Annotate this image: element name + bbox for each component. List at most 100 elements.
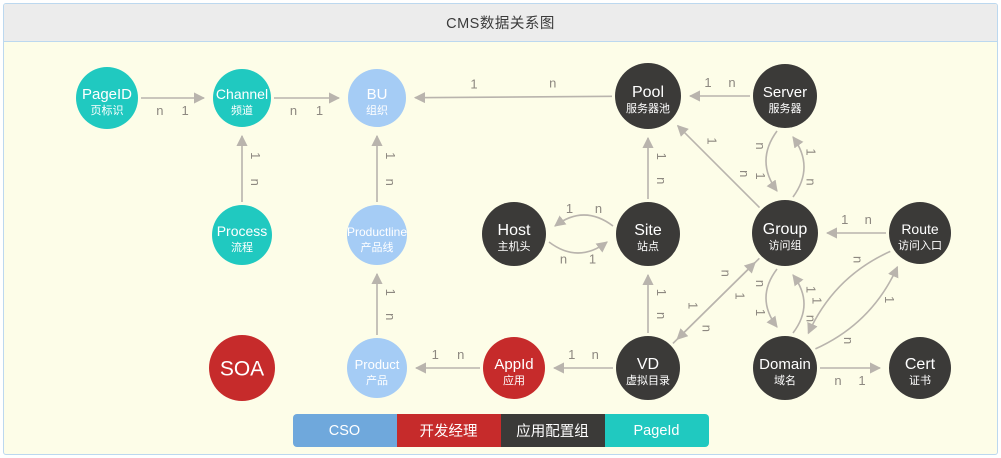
edge-route-to-domain bbox=[807, 250, 891, 335]
node-sublabel-server: 服务器 bbox=[769, 102, 802, 115]
node-sublabel-domain: 域名 bbox=[774, 373, 796, 387]
edge-cardinality-route-domain-source: n bbox=[851, 256, 866, 263]
edge-cardinality-site-pool-source: n bbox=[654, 177, 669, 184]
edge-cardinality-route-domain-target: 1 bbox=[810, 297, 825, 304]
edge-cardinality-site-pool-target: 1 bbox=[654, 153, 669, 160]
node-circle-process[interactable] bbox=[212, 205, 272, 265]
legend-item-4[interactable]: PageId bbox=[604, 414, 709, 447]
edge-cardinality-appid-product-source: n bbox=[457, 347, 464, 362]
node-sublabel-vd: 虚拟目录 bbox=[626, 373, 670, 387]
node-circle-site[interactable] bbox=[616, 202, 680, 266]
edge-cardinality-pool-bu-target: 1 bbox=[470, 76, 477, 91]
node-sublabel-appid: 应用 bbox=[503, 373, 525, 387]
edge-cardinality-vd-site-target: 1 bbox=[654, 289, 669, 296]
node-circle-host[interactable] bbox=[482, 202, 546, 266]
node-sublabel-route: 访问入口 bbox=[898, 239, 942, 252]
node-circle-route[interactable] bbox=[889, 202, 951, 264]
edge-cardinality-domain-route-target: 1 bbox=[882, 296, 897, 303]
edge-cardinality-group-domain-source: n bbox=[753, 280, 768, 287]
node-soa[interactable]: SOA bbox=[209, 335, 275, 401]
node-circle-productline[interactable] bbox=[347, 205, 407, 265]
node-sublabel-host: 主机头 bbox=[498, 239, 531, 253]
node-circle-bu[interactable] bbox=[348, 69, 406, 127]
node-circle-soa[interactable] bbox=[209, 335, 275, 401]
node-sublabel-pool: 服务器池 bbox=[626, 102, 670, 115]
node-label-appid: AppId bbox=[494, 356, 533, 373]
node-sublabel-bu: 组织 bbox=[366, 103, 388, 117]
node-label-soa: SOA bbox=[220, 358, 264, 381]
edge-cardinality-pageid-channel-source: n bbox=[156, 103, 163, 118]
node-circle-server[interactable] bbox=[753, 64, 817, 128]
node-circle-domain[interactable] bbox=[753, 336, 817, 400]
node-circle-cert[interactable] bbox=[889, 337, 951, 399]
edge-cardinality-domain-cert-source: n bbox=[834, 373, 841, 388]
legend-item-2[interactable]: 开发经理 bbox=[396, 414, 501, 447]
node-label-host: Host bbox=[498, 222, 531, 239]
node-label-server: Server bbox=[763, 84, 807, 101]
edge-cardinality-group-vd-source: n bbox=[719, 270, 734, 277]
node-circle-pageid[interactable] bbox=[76, 67, 138, 129]
edge-cardinality-productline-bu-source: n bbox=[383, 179, 398, 186]
node-sublabel-cert: 证书 bbox=[909, 374, 931, 387]
node-circle-pool[interactable] bbox=[615, 63, 681, 129]
edge-cardinality-vd-appid-target: 1 bbox=[568, 347, 575, 362]
node-circle-appid[interactable] bbox=[483, 337, 545, 399]
legend-item-1[interactable]: CSO bbox=[292, 414, 397, 447]
edge-cardinality-group-pool-source: n bbox=[737, 170, 752, 177]
node-sublabel-group: 访问组 bbox=[769, 238, 802, 252]
node-label-vd: VD bbox=[637, 356, 659, 373]
edge-cardinality-process-channel-target: 1 bbox=[248, 152, 263, 159]
node-circle-vd[interactable] bbox=[616, 336, 680, 400]
edge-pool-to-bu bbox=[413, 92, 613, 104]
edge-host-to-site bbox=[548, 241, 608, 254]
node-circle-channel[interactable] bbox=[213, 69, 271, 127]
page-title: CMS数据关系图 bbox=[446, 16, 555, 32]
node-sublabel-productline: 产品线 bbox=[361, 240, 394, 254]
edge-cardinality-group-server-target: 1 bbox=[803, 148, 818, 155]
legend-item-3[interactable]: 应用配置组 bbox=[500, 414, 605, 447]
edge-cardinality-group-server-source: n bbox=[803, 178, 818, 185]
edge-cardinality-route-group-target: 1 bbox=[841, 212, 848, 227]
edge-site-to-host bbox=[554, 214, 614, 227]
edge-cardinality-pageid-channel-target: 1 bbox=[181, 103, 188, 118]
edges-layer bbox=[141, 90, 899, 374]
edge-cardinality-server-group-source: n bbox=[753, 142, 768, 149]
edge-cardinality-vd-group-source: n bbox=[700, 325, 715, 332]
legend-item-label: CSO bbox=[328, 422, 361, 439]
edge-cardinality-domain-route-source: n bbox=[841, 337, 856, 344]
node-circle-group[interactable] bbox=[752, 200, 818, 266]
node-label-pageid: PageID bbox=[82, 86, 132, 103]
node-label-channel: Channel bbox=[216, 86, 268, 102]
edge-group-to-server bbox=[792, 136, 805, 198]
edge-group-to-pool bbox=[676, 124, 761, 209]
node-sublabel-channel: 频道 bbox=[231, 103, 253, 117]
edge-group-to-domain bbox=[765, 268, 778, 328]
edge-vd-to-group bbox=[672, 261, 756, 345]
node-sublabel-pageid: 页标识 bbox=[91, 103, 124, 117]
edge-cardinality-group-pool-target: 1 bbox=[704, 137, 719, 144]
node-label-cert: Cert bbox=[905, 356, 936, 373]
edge-cardinality-appid-product-target: 1 bbox=[432, 347, 439, 362]
node-label-product: Product bbox=[355, 357, 400, 372]
edge-cardinality-group-domain-target: 1 bbox=[753, 309, 768, 316]
node-circle-product[interactable] bbox=[347, 338, 407, 398]
